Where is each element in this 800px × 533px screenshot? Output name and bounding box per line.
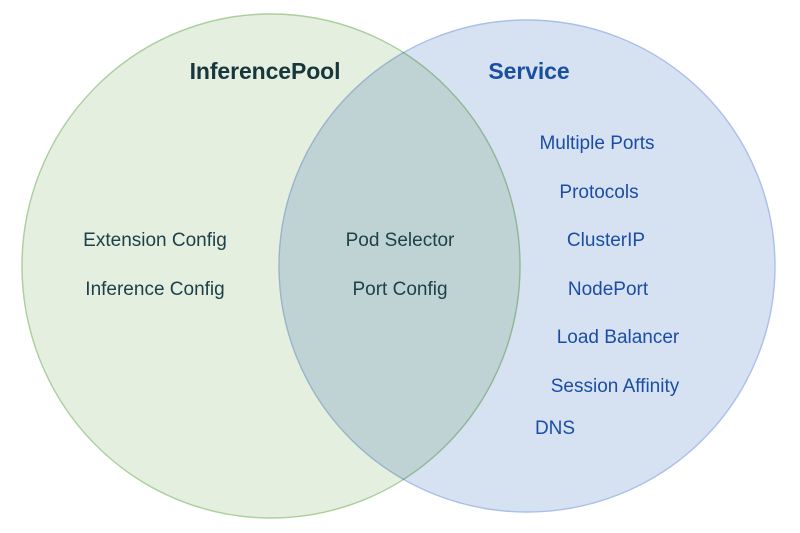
left-item: Extension Config <box>83 230 227 251</box>
right-item: Multiple Ports <box>539 133 655 154</box>
set-title-service: Service <box>488 58 570 84</box>
right-item: NodePort <box>567 279 649 300</box>
intersection-item: Pod Selector <box>345 230 455 251</box>
right-item: Protocols <box>559 182 639 203</box>
intersection-item: Port Config <box>352 279 448 300</box>
right-item: DNS <box>534 418 576 439</box>
right-item: Session Affinity <box>550 376 680 397</box>
left-item: Inference Config <box>85 279 225 300</box>
right-item: ClusterIP <box>566 230 646 251</box>
set-title-inferencepool: InferencePool <box>189 58 341 84</box>
circle-service <box>278 19 776 513</box>
right-item: Load Balancer <box>556 327 680 348</box>
